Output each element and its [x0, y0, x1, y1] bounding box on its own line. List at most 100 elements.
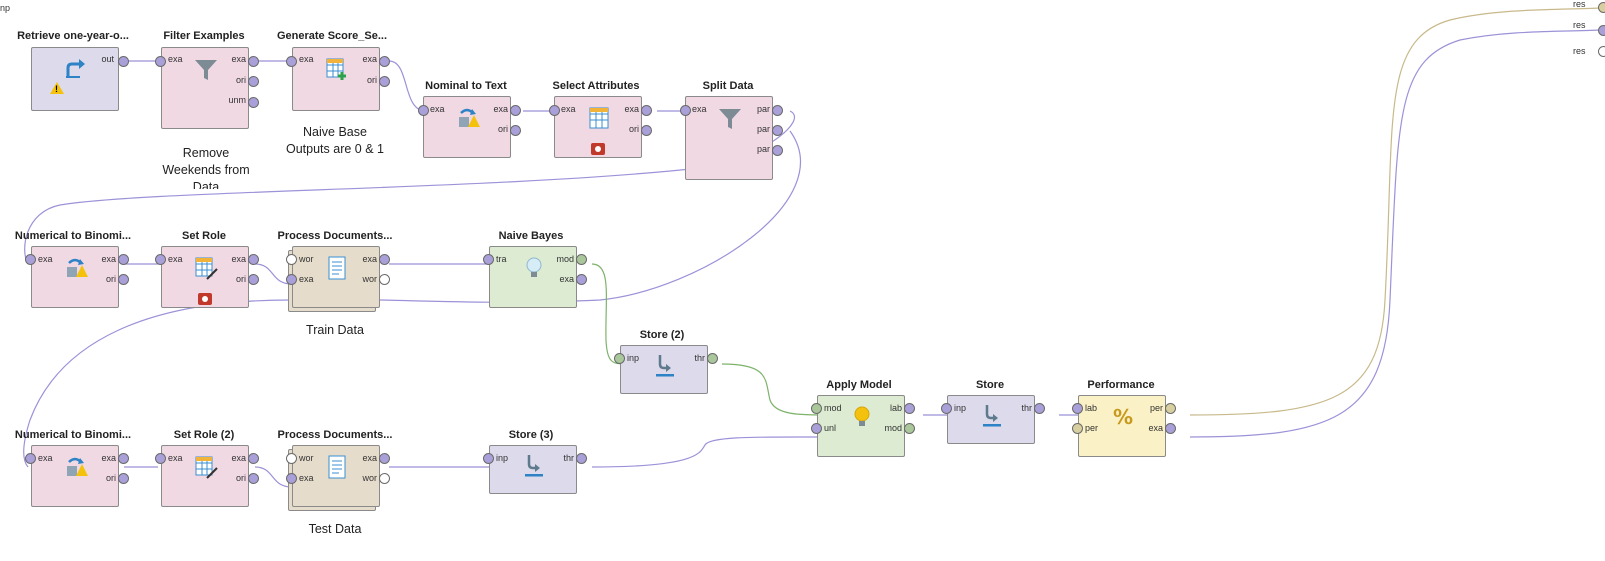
- operator-filter-examples[interactable]: exa exa ori unm: [161, 47, 249, 129]
- operator-title: Numerical to Binomi...: [14, 429, 132, 441]
- input-port[interactable]: [614, 353, 625, 364]
- input-port[interactable]: [941, 403, 952, 414]
- operator-select-attributes[interactable]: exa exa ori: [554, 96, 642, 158]
- input-port[interactable]: [483, 453, 494, 464]
- result-port[interactable]: [1598, 46, 1605, 57]
- input-port[interactable]: [155, 56, 166, 67]
- port-label: ori: [235, 473, 246, 483]
- store-icon: [983, 405, 1001, 427]
- output-port[interactable]: [379, 76, 390, 87]
- output-port[interactable]: [1034, 403, 1045, 414]
- operator-process-documents[interactable]: wor exa exa wor: [292, 246, 380, 308]
- input-port[interactable]: [1072, 423, 1083, 434]
- operator-process-documents-2[interactable]: wor exa exa wor: [292, 445, 380, 507]
- operator-nominal-to-text[interactable]: exa exa ori: [423, 96, 511, 158]
- output-port[interactable]: [510, 105, 521, 116]
- output-port[interactable]: [118, 56, 129, 67]
- output-port[interactable]: [772, 145, 783, 156]
- output-port[interactable]: [904, 403, 915, 414]
- operator-naive-bayes[interactable]: tra mod exa: [489, 246, 577, 308]
- output-port[interactable]: [248, 76, 259, 87]
- operator-set-role-2[interactable]: exa exa ori: [161, 445, 249, 507]
- output-port[interactable]: [707, 353, 718, 364]
- table-edit-icon: [195, 456, 218, 479]
- output-port[interactable]: [379, 56, 390, 67]
- input-port[interactable]: [286, 254, 297, 265]
- input-port[interactable]: [155, 254, 166, 265]
- annotation-note: Naive Base Outputs are 0 & 1: [286, 125, 384, 156]
- output-port[interactable]: [379, 453, 390, 464]
- operator-set-role[interactable]: exa exa ori: [161, 246, 249, 308]
- operator-title: Store: [975, 379, 1005, 391]
- operator-performance[interactable]: % lab per per exa: [1078, 395, 1166, 457]
- operator-title: Set Role: [181, 230, 226, 242]
- port-label: ori: [105, 473, 116, 483]
- operator-retrieve[interactable]: ! out: [31, 47, 119, 111]
- output-port[interactable]: [379, 274, 390, 285]
- operator-title: Store (3): [508, 429, 554, 441]
- output-port[interactable]: [248, 254, 259, 265]
- input-port[interactable]: [1072, 403, 1083, 414]
- breakpoint-badge: [591, 143, 605, 155]
- input-port[interactable]: [680, 105, 691, 116]
- operator-title: Nominal to Text: [425, 80, 507, 92]
- port-label: ori: [497, 124, 508, 134]
- input-port[interactable]: [811, 423, 822, 434]
- table-edit-icon: [195, 257, 218, 280]
- output-port[interactable]: [379, 254, 390, 265]
- input-port[interactable]: [483, 254, 494, 265]
- input-port[interactable]: [155, 453, 166, 464]
- output-port[interactable]: [118, 473, 129, 484]
- output-port[interactable]: [248, 97, 259, 108]
- output-port[interactable]: [248, 473, 259, 484]
- output-port[interactable]: [510, 125, 521, 136]
- output-port[interactable]: [118, 453, 129, 464]
- input-port[interactable]: [286, 453, 297, 464]
- port-label: exa: [624, 104, 639, 114]
- result-port[interactable]: [1598, 2, 1605, 13]
- input-port[interactable]: [418, 105, 429, 116]
- output-port[interactable]: [379, 473, 390, 484]
- filter-icon: [195, 60, 217, 80]
- output-port[interactable]: [248, 453, 259, 464]
- operator-apply-model[interactable]: mod unl lab mod: [817, 395, 905, 457]
- output-port[interactable]: [1165, 403, 1176, 414]
- input-port[interactable]: [549, 105, 560, 116]
- port-label: unl: [824, 423, 837, 433]
- wire: [1189, 7, 1601, 416]
- operator-store-2[interactable]: inp thr: [620, 345, 708, 394]
- operator-title: Process Documents...: [277, 230, 393, 242]
- operator-store-3[interactable]: inp thr: [489, 445, 577, 494]
- output-port[interactable]: [772, 125, 783, 136]
- output-port[interactable]: [576, 453, 587, 464]
- output-port[interactable]: [641, 125, 652, 136]
- operator-title: Generate Score_Se...: [276, 30, 388, 42]
- input-port[interactable]: [25, 453, 36, 464]
- output-port[interactable]: [248, 274, 259, 285]
- result-port[interactable]: [1598, 25, 1605, 36]
- operator-generate-score[interactable]: exa exa ori: [292, 47, 380, 111]
- output-port[interactable]: [576, 254, 587, 265]
- output-port[interactable]: [118, 254, 129, 265]
- input-port[interactable]: [286, 274, 297, 285]
- output-port[interactable]: [1165, 423, 1176, 434]
- operator-numerical-to-binominal[interactable]: exa exa ori: [31, 246, 119, 308]
- result-port-label: res: [1573, 20, 1586, 30]
- input-port[interactable]: [286, 473, 297, 484]
- port-label: exa: [299, 473, 314, 483]
- output-port[interactable]: [118, 274, 129, 285]
- convert-icon: [67, 457, 88, 476]
- output-port[interactable]: [248, 56, 259, 67]
- output-port[interactable]: [576, 274, 587, 285]
- port-label: exa: [299, 54, 314, 64]
- operator-store[interactable]: inp thr: [947, 395, 1035, 444]
- input-port[interactable]: [25, 254, 36, 265]
- output-port[interactable]: [904, 423, 915, 434]
- operator-numerical-to-binominal-2[interactable]: exa exa ori: [31, 445, 119, 507]
- input-port[interactable]: [811, 403, 822, 414]
- document-icon: [328, 256, 346, 280]
- output-port[interactable]: [772, 105, 783, 116]
- output-port[interactable]: [641, 105, 652, 116]
- input-port[interactable]: [286, 56, 297, 67]
- operator-split-data[interactable]: exa par par par: [685, 96, 773, 180]
